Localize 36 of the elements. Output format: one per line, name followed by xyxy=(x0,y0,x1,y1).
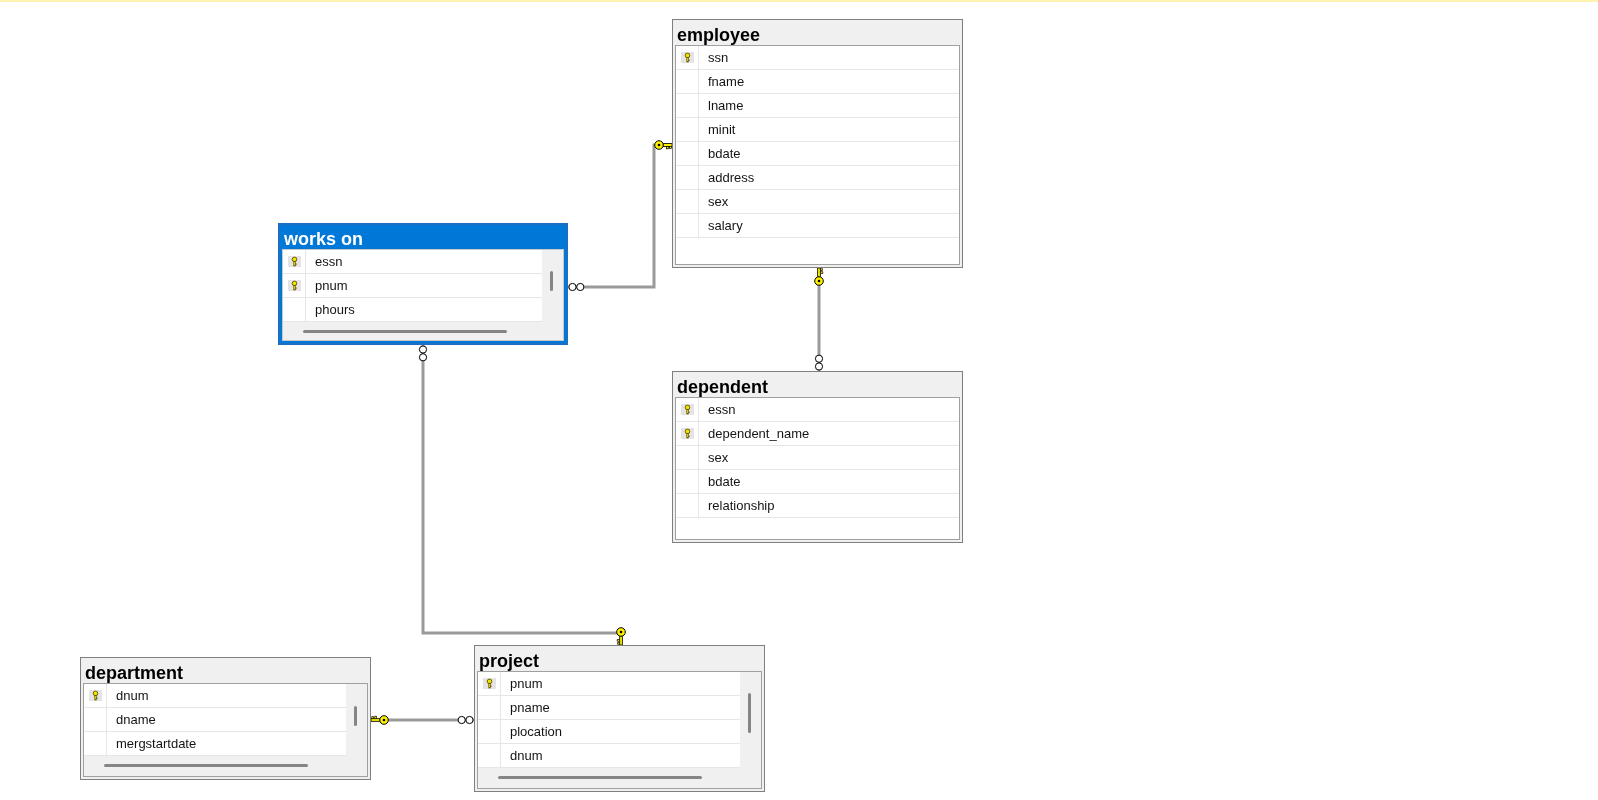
table-title: works on xyxy=(284,229,363,249)
table-title: department xyxy=(85,663,183,683)
column-name: pname xyxy=(510,699,550,716)
column-name: sex xyxy=(708,193,729,210)
column-name: bdate xyxy=(708,145,741,162)
column-name: fname xyxy=(708,73,745,90)
relationship-line xyxy=(418,345,626,646)
column-name: relationship xyxy=(708,497,775,514)
column-name: essn xyxy=(315,253,343,270)
column-name: plocation xyxy=(510,723,563,740)
table-title: dependent xyxy=(677,377,768,397)
column-name: pnum xyxy=(315,277,348,294)
column-name: bdate xyxy=(708,473,741,490)
table-box xyxy=(278,223,568,345)
column-name: address xyxy=(708,169,755,186)
column-name: salary xyxy=(708,217,743,234)
table-box xyxy=(672,371,963,543)
table-title: employee xyxy=(677,25,761,45)
column-name: lname xyxy=(708,97,744,114)
table-title: project xyxy=(479,651,539,671)
column-name: essn xyxy=(708,401,736,418)
column-name: ssn xyxy=(708,49,729,66)
relationship-line xyxy=(370,715,474,725)
column-name: mergstartdate xyxy=(116,735,197,752)
column-name: dependent_name xyxy=(708,425,810,442)
column-name: dname xyxy=(116,711,156,728)
relationship-line xyxy=(568,140,673,292)
table-box xyxy=(80,657,371,780)
table-box xyxy=(474,645,765,792)
column-name: sex xyxy=(708,449,729,466)
column-name: dnum xyxy=(510,747,543,764)
column-name: pnum xyxy=(510,675,543,692)
column-name: minit xyxy=(708,121,736,138)
column-name: phours xyxy=(315,301,355,318)
column-name: dnum xyxy=(116,687,149,704)
relationship-line xyxy=(814,267,824,371)
